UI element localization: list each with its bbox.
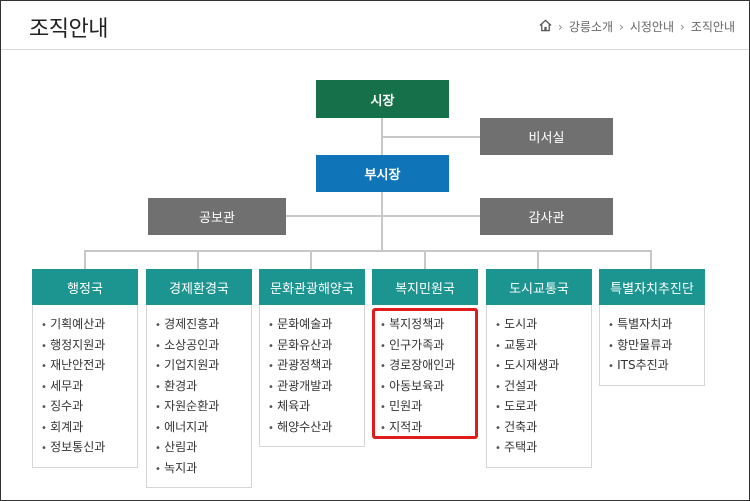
- list-item[interactable]: 에너지과: [155, 418, 245, 439]
- list-item[interactable]: 산림과: [155, 438, 245, 459]
- department-header[interactable]: 도시교통국: [486, 269, 592, 305]
- list-item[interactable]: 문화유산과: [268, 336, 358, 357]
- list-item[interactable]: 인구가족과: [380, 336, 472, 357]
- highlight-box: [372, 308, 478, 439]
- list-item[interactable]: 자원순환과: [155, 397, 245, 418]
- list-item[interactable]: 경제진흥과: [155, 315, 245, 336]
- breadcrumb-separator: ›: [680, 19, 685, 34]
- list-item[interactable]: 소상공인과: [155, 336, 245, 357]
- breadcrumb: › 강릉소개 › 시정안내 › 조직안내: [539, 18, 735, 35]
- department-header[interactable]: 문화관광해양국: [259, 269, 365, 305]
- audit-box[interactable]: 감사관: [480, 198, 613, 235]
- page-title: 조직안내: [29, 17, 108, 42]
- breadcrumb-separator: ›: [558, 19, 563, 34]
- list-item[interactable]: 녹지과: [155, 459, 245, 480]
- list-item[interactable]: 행정지원과: [41, 336, 131, 357]
- department-urban: 도시교통국 도시과 교통과 도시재생과 건설과 도로과 건축과 주택과: [486, 269, 592, 468]
- list-item[interactable]: 세무과: [41, 377, 131, 398]
- list-item[interactable]: 관광개발과: [268, 377, 358, 398]
- connector-line: [650, 250, 652, 269]
- list-item[interactable]: 지적과: [380, 418, 472, 439]
- department-list: 특별자치과 항만물류과 ITS추진과: [599, 305, 705, 386]
- vice-mayor-box[interactable]: 부시장: [316, 155, 449, 192]
- connector-line: [197, 250, 199, 269]
- secretary-box[interactable]: 비서실: [480, 118, 613, 155]
- list-item[interactable]: 경로장애인과: [380, 356, 472, 377]
- connector-line: [537, 250, 539, 269]
- list-item[interactable]: 교통과: [495, 336, 585, 357]
- list-item[interactable]: 도시과: [495, 315, 585, 336]
- list-item[interactable]: 회계과: [41, 418, 131, 439]
- department-list: 문화예술과 문화유산과 관광정책과 관광개발과 체육과 해양수산과: [259, 305, 365, 447]
- department-header[interactable]: 복지민원국: [372, 269, 478, 305]
- department-list: 기획예산과 행정지원과 재난안전과 세무과 징수과 회계과 정보통신과: [32, 305, 138, 468]
- mayor-box[interactable]: 시장: [316, 80, 449, 118]
- list-item[interactable]: 관광정책과: [268, 356, 358, 377]
- connector-line: [381, 118, 383, 156]
- list-item[interactable]: 아동보육과: [380, 377, 472, 398]
- list-item[interactable]: 주택과: [495, 438, 585, 459]
- list-item[interactable]: 복지정책과: [380, 315, 472, 336]
- department-header[interactable]: 특별자치추진단: [599, 269, 705, 305]
- department-list: 복지정책과 인구가족과 경로장애인과 아동보육과 민원과 지적과: [372, 305, 478, 446]
- connector-line: [383, 136, 481, 138]
- title-divider: [1, 49, 749, 50]
- list-item[interactable]: 기업지원과: [155, 356, 245, 377]
- list-item[interactable]: 건설과: [495, 377, 585, 398]
- connector-line: [310, 250, 312, 269]
- department-admin: 행정국 기획예산과 행정지원과 재난안전과 세무과 징수과 회계과 정보통신과: [32, 269, 138, 468]
- department-header[interactable]: 행정국: [32, 269, 138, 305]
- list-item[interactable]: 정보통신과: [41, 438, 131, 459]
- department-header[interactable]: 경제환경국: [146, 269, 252, 305]
- list-item[interactable]: 도시재생과: [495, 356, 585, 377]
- connector-line: [84, 250, 86, 269]
- connector-line: [277, 215, 481, 217]
- department-culture: 문화관광해양국 문화예술과 문화유산과 관광정책과 관광개발과 체육과 해양수산…: [259, 269, 365, 447]
- list-item[interactable]: 특별자치과: [608, 315, 698, 336]
- breadcrumb-item-3: 조직안내: [690, 20, 735, 34]
- breadcrumb-item-1[interactable]: 강릉소개: [568, 20, 614, 34]
- department-economy: 경제환경국 경제진흥과 소상공인과 기업지원과 환경과 자원순환과 에너지과 산…: [146, 269, 252, 488]
- list-item[interactable]: 건축과: [495, 418, 585, 439]
- department-list: 도시과 교통과 도시재생과 건설과 도로과 건축과 주택과: [486, 305, 592, 468]
- list-item[interactable]: ITS추진과: [608, 356, 698, 377]
- list-item[interactable]: 해양수산과: [268, 418, 358, 439]
- list-item[interactable]: 체육과: [268, 397, 358, 418]
- list-item[interactable]: 도로과: [495, 397, 585, 418]
- home-icon[interactable]: [539, 19, 552, 35]
- list-item[interactable]: 재난안전과: [41, 356, 131, 377]
- connector-line: [424, 250, 426, 269]
- list-item[interactable]: 징수과: [41, 397, 131, 418]
- list-item[interactable]: 환경과: [155, 377, 245, 398]
- department-welfare: 복지민원국 복지정책과 인구가족과 경로장애인과 아동보육과 민원과 지적과: [372, 269, 478, 446]
- list-item[interactable]: 문화예술과: [268, 315, 358, 336]
- public-info-box[interactable]: 공보관: [148, 198, 286, 235]
- list-item[interactable]: 민원과: [380, 397, 472, 418]
- department-special: 특별자치추진단 특별자치과 항만물류과 ITS추진과: [599, 269, 705, 386]
- list-item[interactable]: 기획예산과: [41, 315, 131, 336]
- breadcrumb-separator: ›: [619, 19, 624, 34]
- breadcrumb-item-2[interactable]: 시정안내: [629, 20, 675, 34]
- department-list: 경제진흥과 소상공인과 기업지원과 환경과 자원순환과 에너지과 산림과 녹지과: [146, 305, 252, 488]
- connector-line: [381, 192, 383, 251]
- list-item[interactable]: 항만물류과: [608, 336, 698, 357]
- connector-line: [84, 250, 652, 252]
